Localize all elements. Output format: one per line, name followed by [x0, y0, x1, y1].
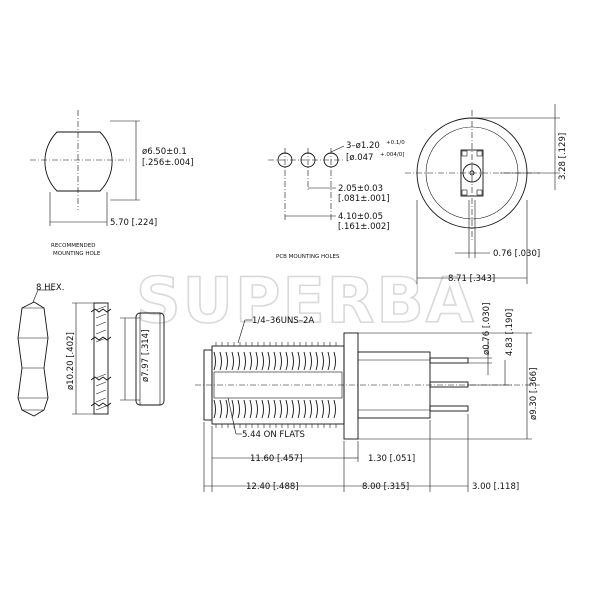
pcb-title: PCB MOUNTING HOLES [276, 254, 340, 260]
mount-hole-dia-in: [.256±.004] [142, 158, 194, 168]
len-pins: 3.00 [.118] [472, 482, 519, 492]
pcb-holes-dia: 3–ø1.20 [346, 141, 380, 151]
recommended-mounting-hole: ø6.50±0.1 [.256±.004] 5.70 [.224] RECOMM… [30, 110, 194, 257]
hex-label: 8 HEX. [36, 283, 64, 293]
len-thread: 11.60 [.457] [250, 454, 303, 464]
mount-hole-dia: ø6.50±0.1 [142, 147, 187, 157]
nut-dia: ø10.20 [.402] [66, 332, 76, 390]
lock-washer-icon [90, 302, 112, 415]
pcb-spacing-1: 2.05±0.03 [338, 184, 383, 194]
watermark: SUPERBA [136, 264, 476, 337]
hex-nut-icon: 8 HEX. [17, 283, 64, 417]
pcb-mounting-holes: 3–ø1.20 +0.1/0 [ø.047 +.004/0] 2.05±0.03… [268, 140, 405, 260]
front-pin: 0.76 [.030] [493, 249, 540, 259]
front-height: 3.28 [.129] [558, 133, 568, 180]
len-total: 12.40 [.488] [246, 482, 299, 492]
flange-dia: ø9.30 [.366] [529, 368, 539, 420]
pcb-spacing-2-in: [.161±.002] [338, 222, 390, 232]
recommended-label-1: RECOMMENDED [51, 243, 96, 249]
thread-label: 1/4–36UNS–2A [252, 316, 314, 326]
pcb-holes-dia-in: [ø.047 [346, 153, 373, 163]
front-view: 3.28 [.129] 0.76 [.030] 8.71 [.343] [405, 104, 568, 284]
recommended-label-2: MOUNTING HOLE [53, 251, 101, 257]
pcb-spacing-2: 4.10±0.05 [338, 212, 383, 222]
mount-hole-width: 5.70 [.224] [110, 218, 157, 228]
len-body: 8.00 [.315] [362, 482, 409, 492]
sma-connector-icon [195, 332, 540, 440]
len-flange: 1.30 [.051] [368, 454, 415, 464]
pcb-holes-dia-tol: +0.1/0 [386, 140, 405, 146]
flats-label: 5.44 ON FLATS [242, 430, 305, 440]
flat-washer-icon [135, 312, 165, 406]
pcb-spacing-1-in: [.081±.001] [338, 194, 390, 204]
washer-dia: ø7.97 [.314] [141, 330, 151, 382]
pin-span: 4.83 [.190] [505, 309, 515, 356]
pin-dia: ø0.76 [.030] [482, 303, 492, 355]
front-width: 8.71 [.343] [448, 274, 495, 284]
pcb-holes-dia-in-tol: +.004/0] [380, 152, 404, 158]
